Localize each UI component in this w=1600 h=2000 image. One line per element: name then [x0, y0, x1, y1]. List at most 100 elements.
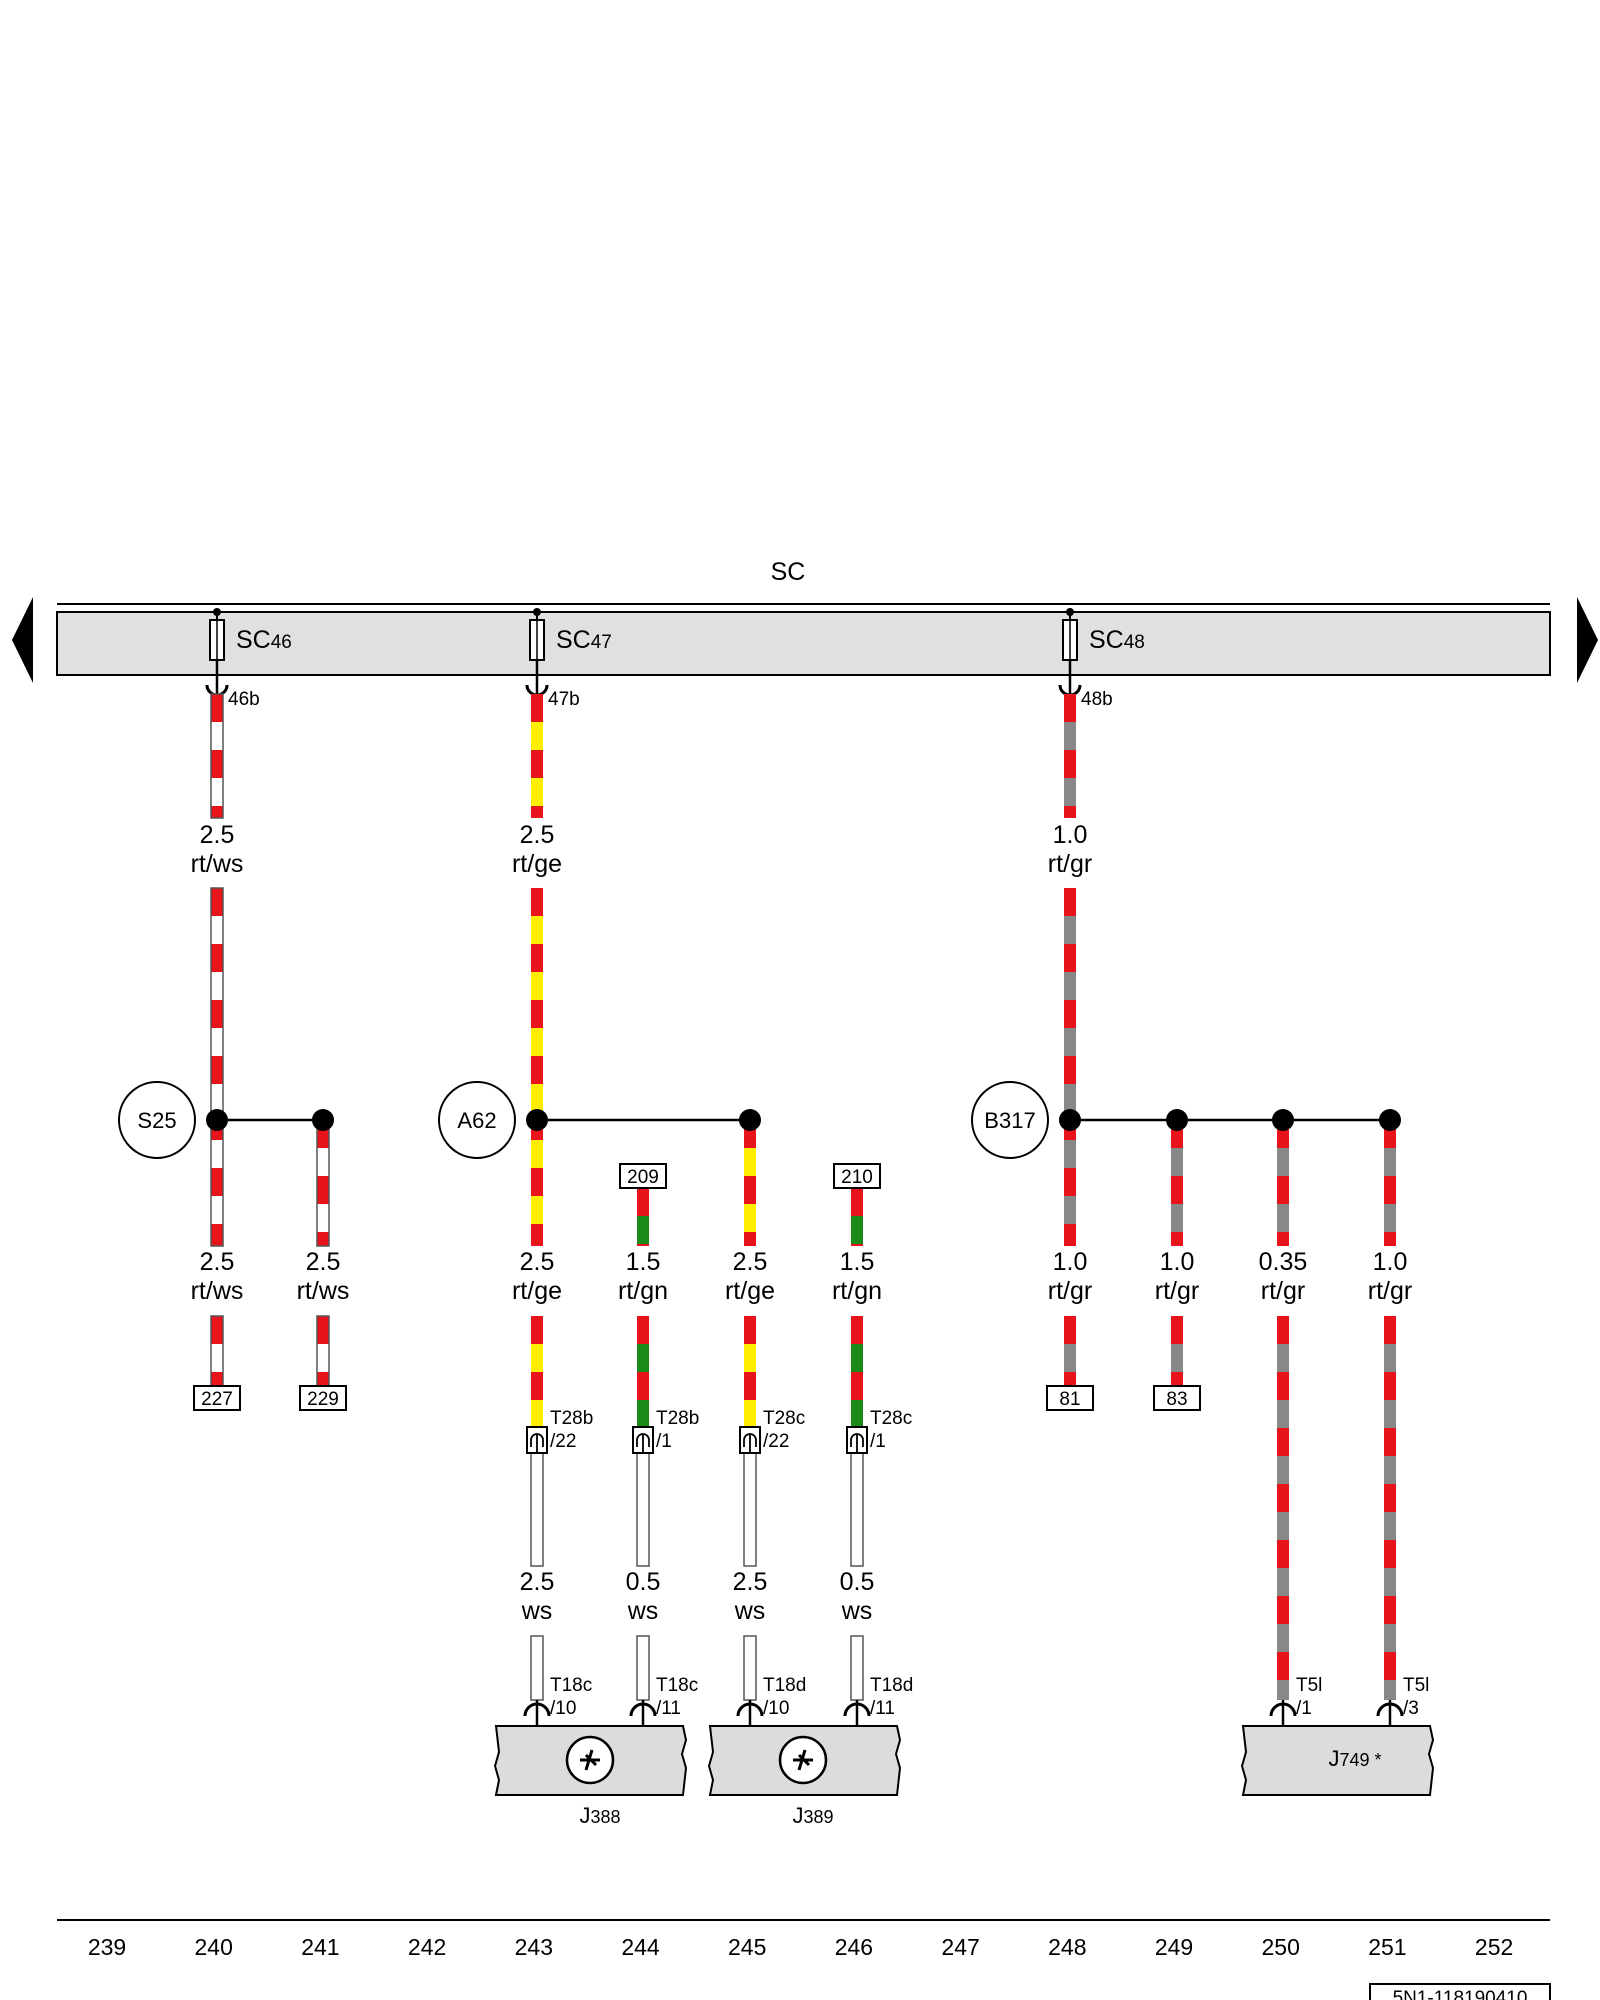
wire-segment — [1064, 1316, 1076, 1386]
wire-segment — [743, 1452, 757, 1567]
wire-labels-low: 2.5 ws 0.5 ws 2.5 ws 0.5 ws — [520, 1568, 875, 1625]
ref-box-229[interactable]: 229 — [299, 1385, 347, 1411]
wire-color: rt/ws — [191, 850, 244, 878]
window-motor-icon — [565, 1735, 615, 1785]
wire-color: ws — [521, 1597, 553, 1625]
fuse-number: 48 — [1124, 632, 1145, 653]
component-j749[interactable]: J749 * — [1240, 1725, 1435, 1796]
svg-text:J749 *: J749 * — [1328, 1746, 1381, 1771]
wire-size: 0.5 — [626, 1568, 661, 1596]
column-number: 250 — [1262, 1934, 1300, 1960]
wire-segment — [210, 887, 224, 1247]
wire-segment — [531, 888, 543, 1246]
connector-pin: /1 — [1296, 1698, 1312, 1719]
node-label: B317 — [984, 1108, 1035, 1133]
wire-color: rt/gr — [1155, 1277, 1199, 1305]
fuse-sc46: SC46 46b — [205, 608, 292, 710]
wire-color: ws — [627, 1597, 659, 1625]
ref-number: 81 — [1059, 1389, 1080, 1410]
wire-size: 2.5 — [200, 821, 235, 849]
wire-labels-top: 2.5 rt/ws 2.5 rt/ge 1.0 rt/gr — [191, 821, 1093, 878]
component-suffix: * — [1370, 1750, 1382, 1770]
svg-text:J388: J388 — [579, 1803, 620, 1828]
connector-pin: /1 — [870, 1431, 886, 1452]
column-number: 248 — [1048, 1934, 1086, 1960]
connector-name: T18c — [656, 1675, 698, 1696]
component-j388[interactable]: J388 — [493, 1725, 688, 1828]
wire-color: rt/gn — [618, 1277, 668, 1305]
wire-size: 2.5 — [520, 1248, 555, 1276]
wire-size: 1.0 — [1053, 821, 1088, 849]
wire-size: 1.0 — [1053, 1248, 1088, 1276]
column-number: 242 — [408, 1934, 446, 1960]
connector-t18c-10: T18c /10 — [523, 1675, 592, 1726]
connector-name: T18d — [870, 1675, 913, 1696]
ref-box-210[interactable]: 210 — [833, 1163, 881, 1189]
wire-segment — [210, 1315, 224, 1387]
wire-segment — [637, 1316, 649, 1427]
wire-color: rt/ge — [512, 850, 562, 878]
component-name: J — [792, 1803, 803, 1828]
wire-color: rt/gr — [1261, 1277, 1305, 1305]
wire-size: 1.0 — [1373, 1248, 1408, 1276]
wire-color: rt/ws — [191, 1277, 244, 1305]
connector-name: T28b — [656, 1408, 699, 1429]
connector-name: T28c — [763, 1408, 805, 1429]
connector-t5l-3: T5l /3 — [1376, 1675, 1429, 1726]
wire-size: 0.5 — [840, 1568, 875, 1596]
wire-segment — [636, 1452, 650, 1567]
connector-t28b-1: T28b /1 — [632, 1408, 699, 1454]
wire-segment — [851, 1316, 863, 1427]
svg-text:J389: J389 — [792, 1803, 833, 1828]
wire-size: 2.5 — [520, 821, 555, 849]
wire-segment — [743, 1635, 757, 1701]
bus-right-arrow-icon[interactable] — [1577, 597, 1598, 683]
column-number: 241 — [301, 1934, 339, 1960]
connector-pin: /11 — [870, 1698, 895, 1719]
ref-box-227[interactable]: 227 — [193, 1385, 241, 1411]
svg-text:SC47: SC47 — [556, 626, 612, 654]
ref-box-81[interactable]: 81 — [1046, 1385, 1094, 1411]
bus-left-arrow-icon[interactable] — [12, 597, 33, 683]
column-number: 240 — [195, 1934, 233, 1960]
connector-pin: /10 — [763, 1698, 789, 1719]
connector-t28c-22: T28c /22 — [739, 1408, 805, 1454]
wire-color: ws — [841, 1597, 873, 1625]
fuse-number: 46 — [271, 632, 292, 653]
ref-number: 229 — [307, 1389, 339, 1410]
wire-size: 0.35 — [1259, 1248, 1308, 1276]
ref-number: 210 — [841, 1167, 873, 1188]
svg-text:SC48: SC48 — [1089, 626, 1145, 654]
component-j389[interactable]: J389 — [707, 1725, 902, 1828]
diagram-id: 5N1-118190410 — [1393, 1988, 1528, 2000]
connector-name: T28c — [870, 1408, 912, 1429]
connector-pin: /22 — [763, 1431, 789, 1452]
node-label: A62 — [457, 1108, 496, 1133]
connector-pin: /22 — [550, 1431, 576, 1452]
fuse-name: SC — [1089, 626, 1124, 654]
connector-pin: /10 — [550, 1698, 576, 1719]
ref-box-209[interactable]: 209 — [619, 1163, 667, 1189]
connector-t18c-11: T18c /11 — [629, 1675, 698, 1726]
wire-color: ws — [734, 1597, 766, 1625]
component-name: J — [1328, 1746, 1339, 1771]
wire-segment — [1064, 694, 1076, 818]
column-number: 252 — [1475, 1934, 1513, 1960]
ref-box-83[interactable]: 83 — [1153, 1385, 1201, 1411]
column-number: 247 — [941, 1934, 979, 1960]
ref-number: 227 — [201, 1389, 233, 1410]
wire-segment — [1171, 1120, 1183, 1246]
wire-segment — [1384, 1120, 1396, 1246]
wire-size: 1.5 — [840, 1248, 875, 1276]
node-a62: A62 — [438, 1081, 516, 1159]
wire-segment — [530, 1635, 544, 1701]
wire-segment — [530, 1452, 544, 1567]
fuse-pin: 47b — [548, 689, 580, 710]
ref-number: 209 — [627, 1167, 659, 1188]
fuse-name: SC — [556, 626, 591, 654]
wire-color: rt/gr — [1368, 1277, 1412, 1305]
component-number: 388 — [590, 1807, 620, 1827]
splice-points — [206, 1109, 1401, 1131]
